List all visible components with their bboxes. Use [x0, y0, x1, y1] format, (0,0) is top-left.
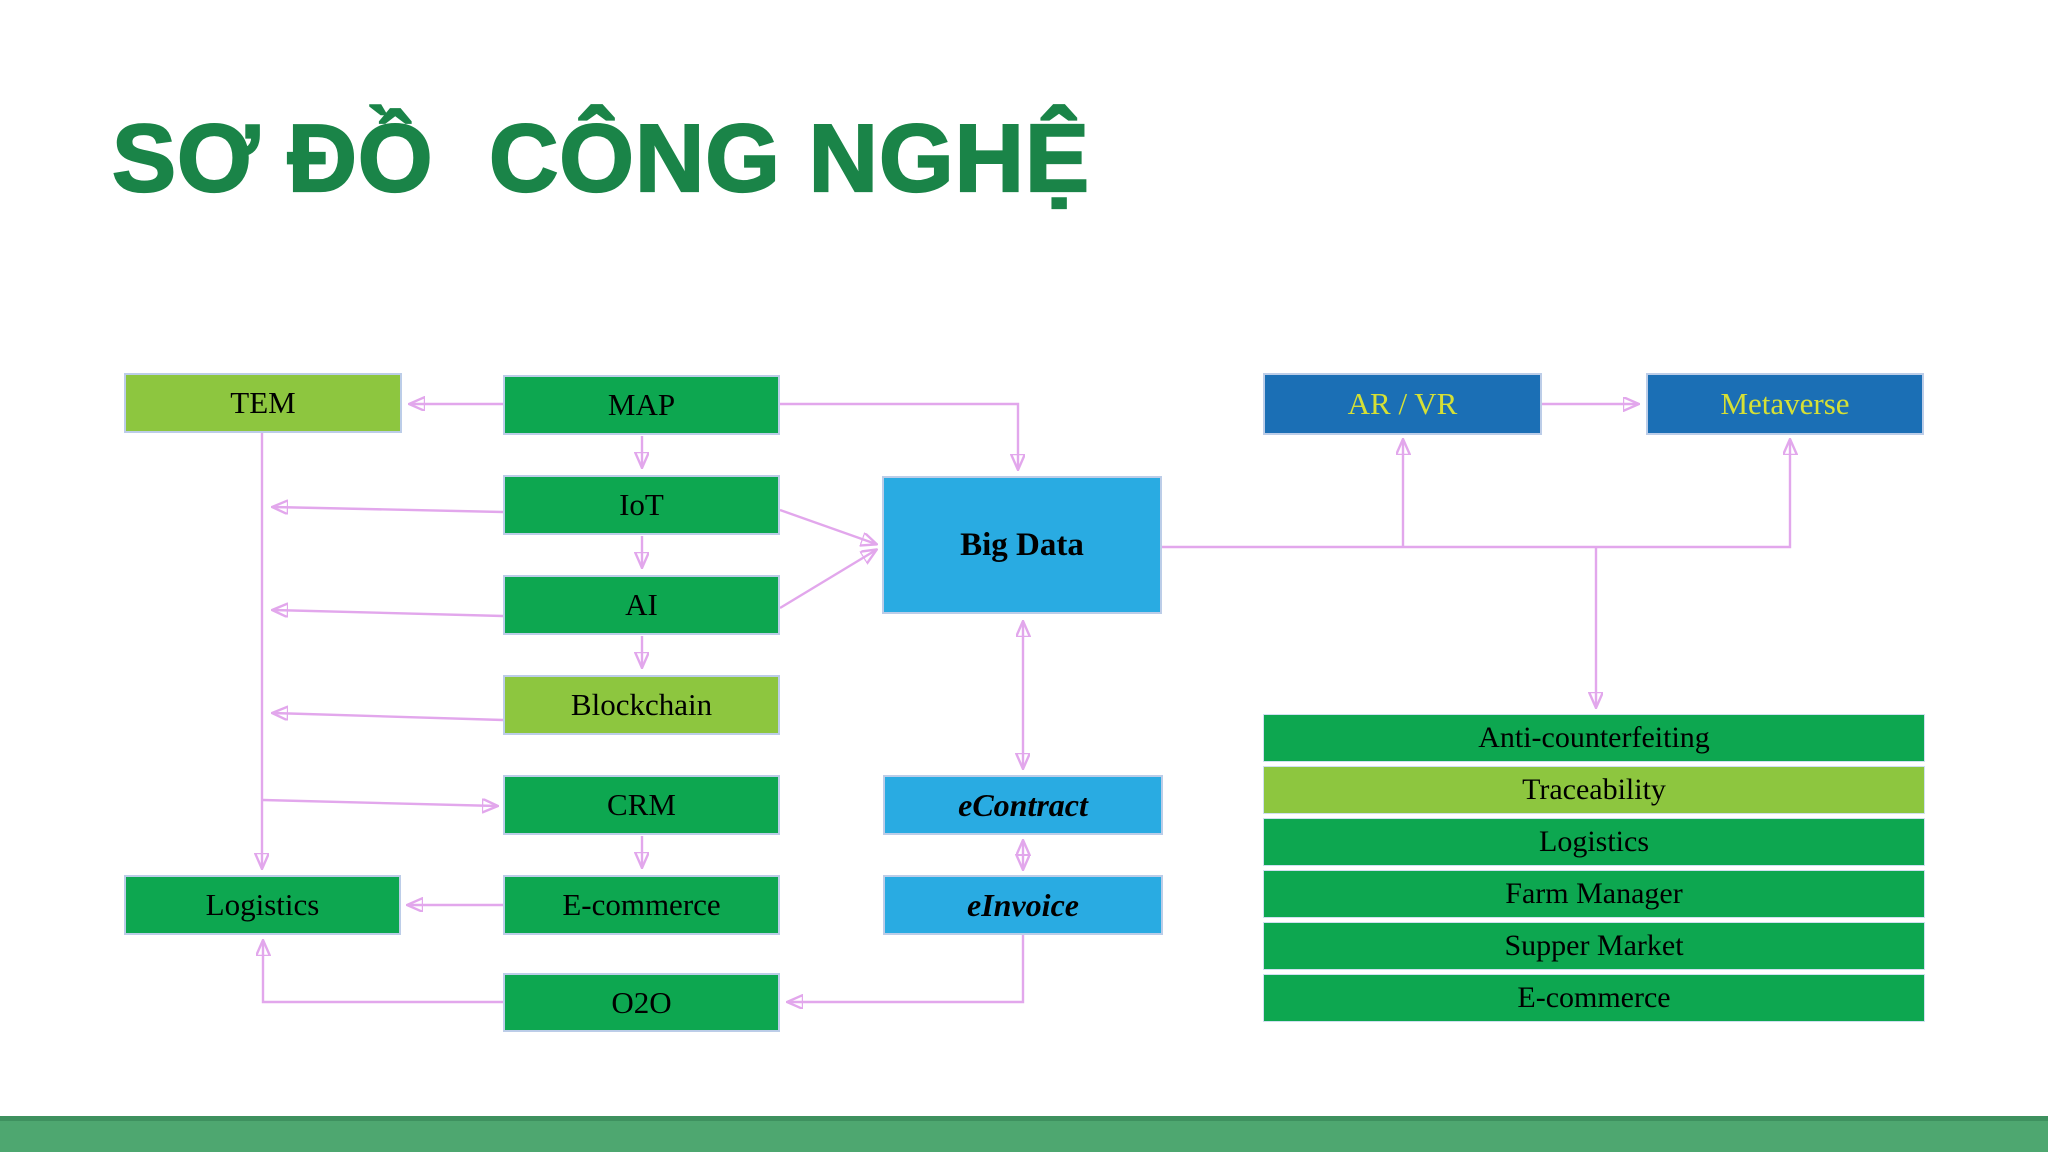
node-metaverse: Metaverse	[1646, 373, 1924, 435]
node-tem: TEM	[124, 373, 402, 433]
arrow-blockchain-to-left-rail	[273, 713, 504, 722]
arrow-bigdata-to-metaverse	[1162, 440, 1790, 549]
stack-row-supper-market: Supper Market	[1263, 922, 1925, 970]
node-crm: CRM	[503, 775, 780, 835]
node-ai: AI	[503, 575, 780, 635]
stack-row-traceability: Traceability	[1263, 766, 1925, 814]
arrow-iot-to-left-rail	[273, 507, 504, 512]
node-ecommerce: E-commerce	[503, 875, 780, 935]
application-stack: Anti-counterfeiting Traceability Logisti…	[1263, 714, 1925, 1022]
stack-row-logistics: Logistics	[1263, 818, 1925, 866]
node-big-data: Big Data	[882, 476, 1162, 614]
arrow-ai-to-left-rail	[273, 610, 504, 616]
node-logistics: Logistics	[124, 875, 401, 935]
node-blockchain: Blockchain	[503, 675, 780, 735]
node-einvoice: eInvoice	[883, 875, 1163, 935]
node-econtract: eContract	[883, 775, 1163, 835]
arrow-map-to-bigdata	[780, 402, 1018, 469]
arrow-ai-to-bigdata	[779, 550, 876, 610]
arrow-iot-to-bigdata	[779, 508, 876, 544]
node-ar-vr: AR / VR	[1263, 373, 1542, 435]
footer-bar	[0, 1116, 2048, 1152]
arrow-einvoice-to-o2o	[788, 935, 1025, 1002]
stack-row-farm-manager: Farm Manager	[1263, 870, 1925, 918]
node-o2o: O2O	[503, 973, 780, 1032]
node-iot: IoT	[503, 475, 780, 535]
stack-row-anti-counterfeiting: Anti-counterfeiting	[1263, 714, 1925, 762]
page-title: SƠ ĐỒ CÔNG NGHỆ	[111, 104, 1090, 213]
arrow-left-rail-to-crm	[262, 800, 497, 806]
node-map: MAP	[503, 375, 780, 435]
arrow-o2o-to-logistics	[263, 941, 503, 1004]
stack-row-ecommerce: E-commerce	[1263, 974, 1925, 1022]
